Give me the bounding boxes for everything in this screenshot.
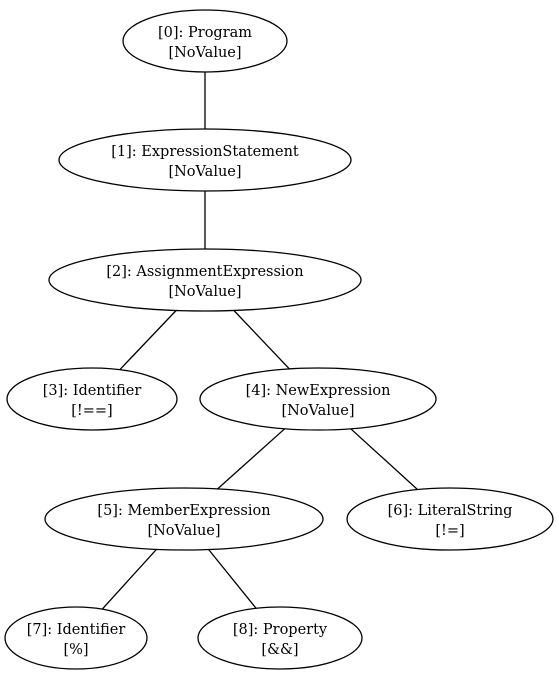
node-ellipse xyxy=(199,367,437,431)
edge-5-7 xyxy=(101,548,157,610)
node-ellipse xyxy=(346,487,554,551)
node-label: [5]: MemberExpression xyxy=(97,503,270,519)
node-label: [7]: Identifier xyxy=(27,622,126,638)
node-ellipse xyxy=(6,367,178,431)
node-value: [&&] xyxy=(261,642,298,658)
node-ellipse xyxy=(58,128,352,192)
node-label: [8]: Property xyxy=(233,622,328,638)
node-value: [NoValue] xyxy=(168,164,241,180)
tree-node-2: [2]: AssignmentExpression [NoValue] xyxy=(48,248,362,312)
node-value: [NoValue] xyxy=(281,403,354,419)
edge-4-5 xyxy=(217,428,286,490)
tree-node-0: [0]: Program [NoValue] xyxy=(122,9,288,73)
node-label: [4]: NewExpression xyxy=(246,383,391,399)
node-label: [0]: Program xyxy=(158,25,252,41)
node-value: [NoValue] xyxy=(147,523,220,539)
tree-node-1: [1]: ExpressionStatement [NoValue] xyxy=(58,128,352,192)
node-ellipse xyxy=(48,248,362,312)
node-ellipse xyxy=(44,487,324,551)
tree-node-8: [8]: Property [&&] xyxy=(197,606,363,670)
node-ellipse xyxy=(122,9,288,73)
tree-node-4: [4]: NewExpression [NoValue] xyxy=(199,367,437,431)
edges-layer xyxy=(101,72,419,610)
edge-4-6 xyxy=(350,428,419,491)
node-value: [NoValue] xyxy=(168,284,241,300)
node-value: [NoValue] xyxy=(168,45,241,61)
edge-5-8 xyxy=(208,549,257,609)
node-ellipse xyxy=(197,606,363,670)
node-value: [!==] xyxy=(71,403,112,419)
node-label: [3]: Identifier xyxy=(43,383,142,399)
node-label: [2]: AssignmentExpression xyxy=(106,264,303,280)
tree-node-3: [3]: Identifier [!==] xyxy=(6,367,178,431)
edge-2-4 xyxy=(233,310,290,370)
node-ellipse xyxy=(4,606,148,670)
tree-node-7: [7]: Identifier [%] xyxy=(4,606,148,670)
node-label: [1]: ExpressionStatement xyxy=(111,144,299,160)
node-value: [!=] xyxy=(435,523,464,539)
node-value: [%] xyxy=(63,642,88,658)
nodes-layer: [0]: Program[NoValue][1]: ExpressionStat… xyxy=(4,9,554,670)
tree-node-6: [6]: LiteralString [!=] xyxy=(346,487,554,551)
node-label: [6]: LiteralString xyxy=(388,503,513,519)
tree-node-5: [5]: MemberExpression [NoValue] xyxy=(44,487,324,551)
edge-2-3 xyxy=(119,310,177,371)
